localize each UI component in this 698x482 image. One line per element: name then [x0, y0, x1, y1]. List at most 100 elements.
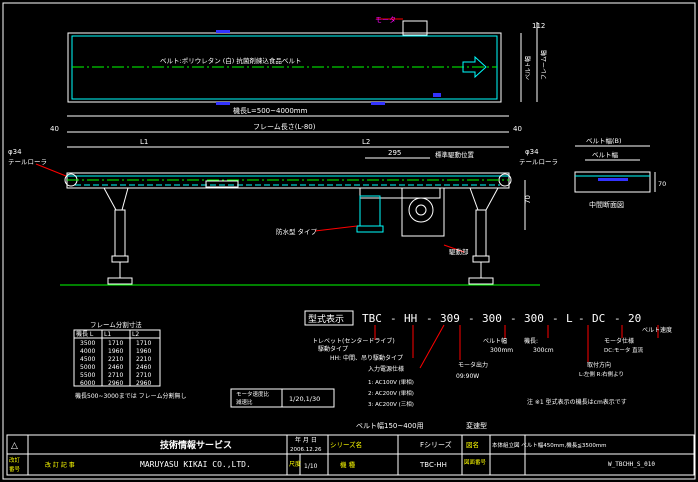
frame-table-cell: 6000: [80, 380, 95, 387]
speed-value: 1/20,1/30: [289, 395, 320, 403]
frame-table-cell: 2710: [136, 372, 151, 379]
model-code-part: DC: [592, 312, 605, 325]
belt-width-value: 300mm: [490, 347, 513, 354]
frame-table-cell: 2960: [108, 380, 123, 387]
drive-housing: [401, 187, 445, 237]
model-code-separator: -: [426, 312, 433, 325]
tb-company-en: MARUYASU KIKAI CO.,LTD.: [140, 460, 251, 469]
joint-plate: [205, 180, 239, 188]
cs-dim-70: 70: [658, 180, 666, 188]
model-code-part: 300: [482, 312, 502, 325]
model-code-part: 300: [524, 312, 544, 325]
tb-model-label: 機 種: [340, 460, 356, 469]
model-code-part: TBC: [362, 312, 382, 325]
top-view: モータ ベルト:ポリウレタン (白) 抗菌剤練込食品ベルト 112 ベルト幅 フ…: [67, 15, 548, 105]
top-mark-1: [216, 30, 230, 33]
model-code-separator: -: [614, 312, 621, 325]
model-code: 型式表示 TBC-HH-309-300-300-L-DC-20 トレベット(セン…: [304, 310, 672, 408]
dim-belt-width: ベルト幅: [524, 56, 532, 80]
frame-table-cell: 2210: [108, 356, 123, 363]
tb-drawing-no-label: 図面番号: [464, 459, 487, 466]
dim-112: 112: [532, 22, 545, 30]
drive-bracket: [359, 187, 441, 199]
tb-drawing-name-label: 図名: [466, 440, 479, 449]
frame-table-border: [73, 329, 161, 387]
top-mark-4: [433, 93, 441, 97]
tb-company-jp: 技術情報サービス: [160, 439, 232, 451]
top-view-frame: [67, 32, 502, 103]
dim-295: 295: [388, 149, 401, 157]
belt-width-range: ベルト幅150~400用: [356, 421, 424, 430]
dim-height: 70: [524, 195, 532, 204]
frame-table-cell: 2460: [108, 364, 123, 371]
drive-leader: [443, 244, 465, 253]
belt-direction-arrow: [462, 55, 487, 79]
tb-delta: △: [11, 441, 18, 451]
frame-table-cell: 1960: [136, 348, 151, 355]
leader-power: [419, 324, 445, 369]
tb-drawing-no-value: W_TBCHH_S_010: [608, 461, 655, 468]
change-label: 変速型: [466, 421, 487, 430]
side-view: 機長L=500~4000mm フレーム長さ(L-80) 40 40 L1 L2 …: [8, 106, 558, 286]
frame-table-cell: 2210: [136, 356, 151, 363]
tb-model-value: TBC-HH: [419, 461, 447, 469]
drive-type: トレベット(センタードライブ): [312, 337, 395, 345]
side-value: L:左側 R:右側より: [579, 370, 624, 378]
model-code-heading: 型式表示: [308, 313, 344, 325]
frame-table-cell: 2710: [108, 372, 123, 379]
ac200: 2: AC200V (単相): [368, 389, 414, 397]
motor-label: モータ: [375, 15, 396, 24]
overall-length: 機長L=500~4000mm: [233, 106, 308, 115]
model-code-part: 20: [628, 312, 641, 325]
roller-right-dia: φ34: [525, 148, 539, 156]
side-label: 取付方向: [587, 361, 611, 369]
frame-table-note: 機長500~3000までは フレーム分割無し: [75, 392, 186, 400]
motor-base: [356, 225, 384, 233]
ac200-3: 3: AC200V (三相): [368, 400, 414, 408]
frame-table-header: 機長 L: [76, 330, 94, 338]
frame-table-cell: 5000: [80, 364, 95, 371]
frame-table-cell: 2460: [136, 364, 151, 371]
belt-width: ベルト幅: [483, 337, 507, 345]
drive-pulley: [408, 197, 434, 223]
model-code-separator: -: [578, 312, 585, 325]
tb-left-cell2: 番号: [9, 466, 21, 473]
tb-scale-value: 1/10: [304, 463, 318, 470]
frame-table-cell: 1710: [136, 340, 151, 347]
dim-frame-width: フレーム幅: [540, 50, 548, 80]
drive-pulley-hub: [415, 204, 427, 216]
frame-table-cell: 5500: [80, 372, 95, 379]
motor-output: モータ出力: [458, 361, 488, 369]
motor-spec-value: DC:モータ 直流: [604, 346, 644, 354]
title-block: [6, 434, 695, 476]
model-code-part: L: [566, 312, 573, 325]
roller-left-dia: φ34: [8, 148, 22, 156]
cs-frame: [574, 171, 651, 193]
dim-L2: L2: [362, 138, 370, 146]
speed: ベルト速度: [642, 326, 672, 334]
frame-table-header: L1: [104, 331, 111, 338]
tb-revision-label: 改 訂 記 事: [45, 461, 75, 469]
tb-series-label: シリーズ名: [330, 440, 362, 449]
roller-left-leader: [35, 163, 67, 177]
tb-date-value: 2006.12.26: [290, 447, 322, 453]
drive-label: 駆動部: [449, 247, 469, 256]
motor-type-label: 防水型タイプ: [276, 227, 318, 236]
motor-type-leader: [314, 225, 358, 232]
legs: [103, 187, 499, 285]
machine-length-value: 300cm: [533, 347, 554, 354]
cs-mark: [598, 178, 628, 181]
frame-table-cell: 2960: [136, 380, 151, 387]
motor-spec: モータ仕様: [604, 337, 634, 345]
top-mark-2: [216, 102, 230, 105]
speed-label2: 減速比: [236, 398, 253, 406]
dim-40-left: 40: [50, 125, 59, 133]
roller-left-label: テールローラ: [8, 158, 47, 166]
cs-belt-label: ベルト幅: [592, 150, 619, 159]
model-code-part: 309: [440, 312, 460, 325]
tb-series-value: Fシリーズ: [420, 440, 452, 449]
frame-table-cell: 4500: [80, 356, 95, 363]
